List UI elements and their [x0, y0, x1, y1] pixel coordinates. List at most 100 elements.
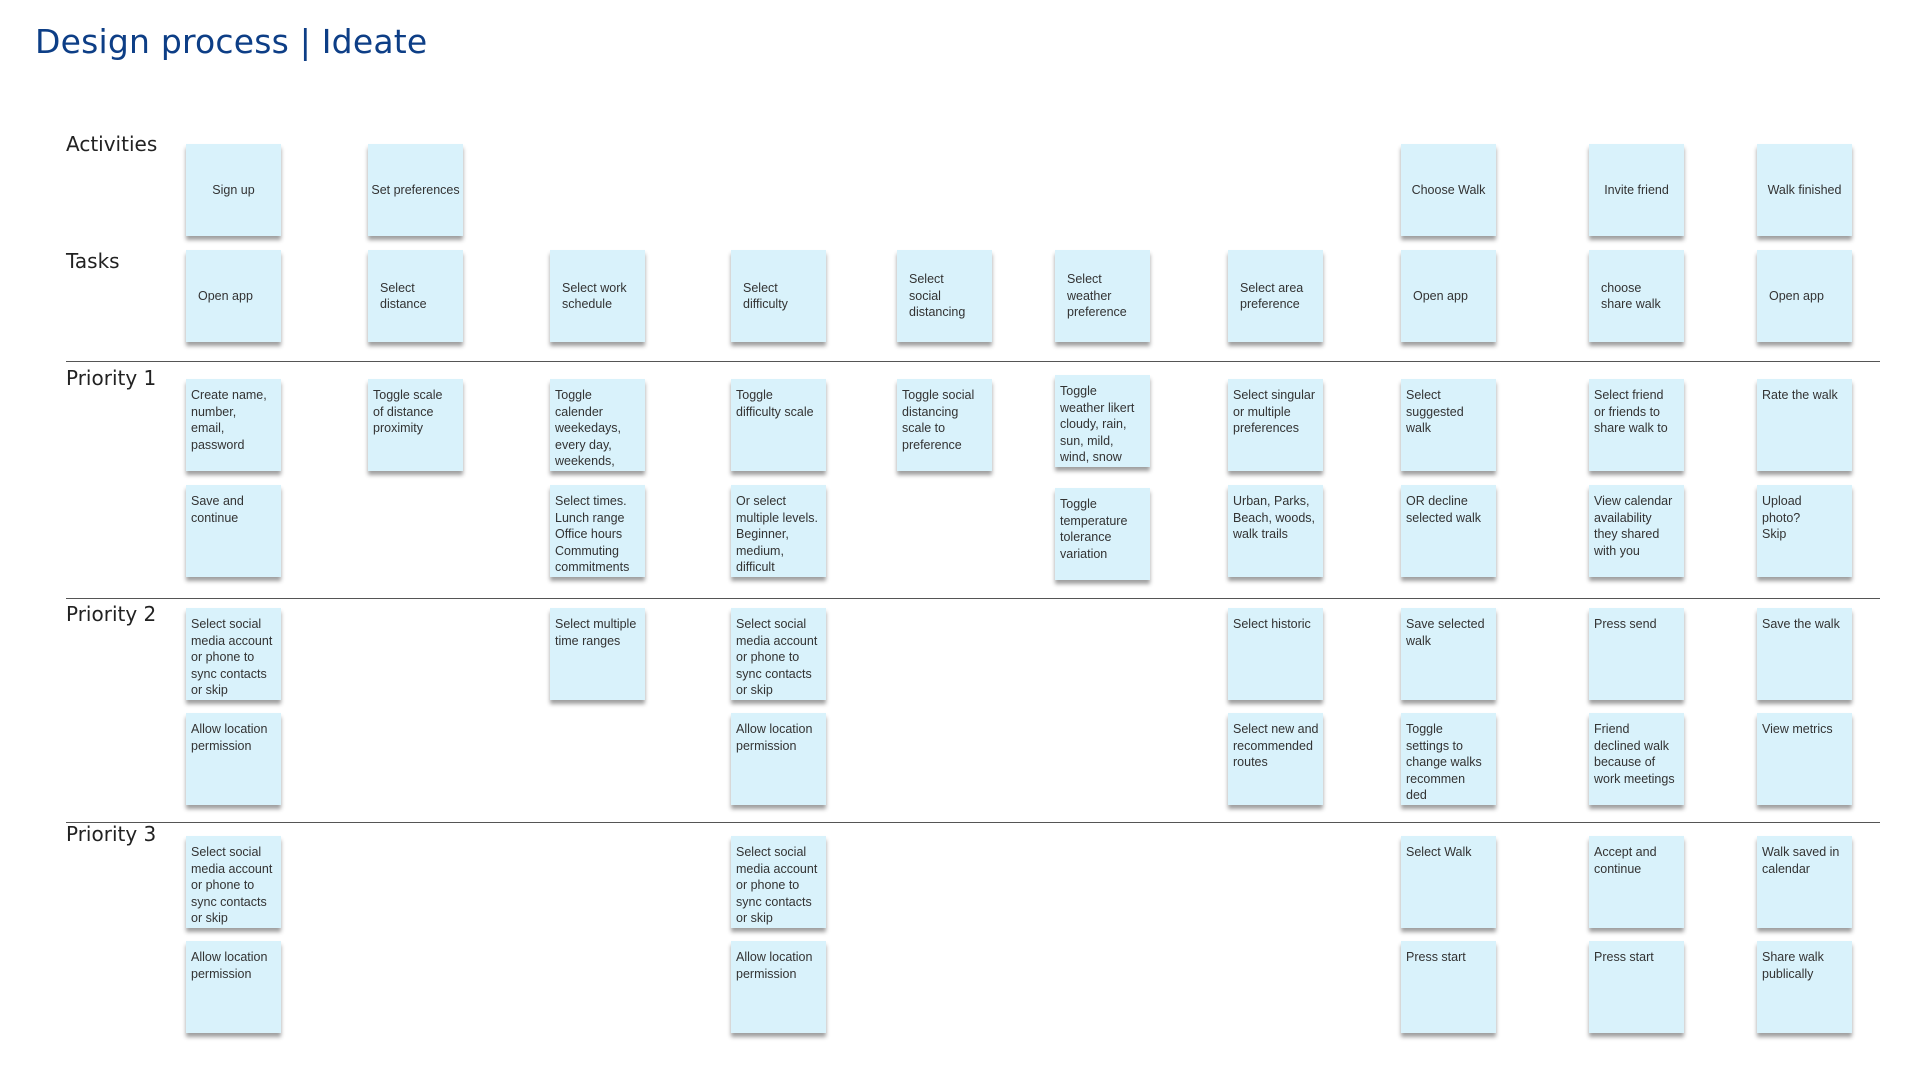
sticky-note-text: Select singular or multiple preferences — [1233, 388, 1315, 435]
sticky-note[interactable]: Select difficulty — [731, 250, 826, 342]
sticky-note[interactable]: Toggle settings to change walks recommen… — [1401, 713, 1496, 805]
sticky-note[interactable]: Select social media account or phone to … — [186, 836, 281, 928]
sticky-note[interactable]: Select singular or multiple preferences — [1228, 379, 1323, 471]
sticky-note[interactable]: Press start — [1589, 941, 1684, 1033]
sticky-note[interactable]: Select historic — [1228, 608, 1323, 700]
sticky-note-text: Select social distancing — [909, 272, 966, 320]
sticky-note[interactable]: choose share walk — [1589, 250, 1684, 342]
sticky-note[interactable]: Select area preference — [1228, 250, 1323, 342]
sticky-note-text: Select new and recommended routes — [1233, 722, 1319, 769]
sticky-note[interactable]: Urban, Parks, Beach, woods, walk trails — [1228, 485, 1323, 577]
sticky-note[interactable]: Press start — [1401, 941, 1496, 1033]
sticky-note[interactable]: Select friend or friends to share walk t… — [1589, 379, 1684, 471]
sticky-note-text: Toggle temperature tolerance variation — [1060, 497, 1128, 561]
sticky-note-text: View metrics — [1762, 722, 1833, 736]
sticky-note[interactable]: Open app — [1757, 250, 1852, 342]
sticky-note[interactable]: Accept and continue — [1589, 836, 1684, 928]
sticky-note[interactable]: Choose Walk — [1401, 144, 1496, 236]
sticky-note-text: Select social media account or phone to … — [191, 617, 273, 697]
sticky-note[interactable]: View metrics — [1757, 713, 1852, 805]
sticky-note-text: Toggle calender weekedays, every day, we… — [555, 388, 622, 471]
sticky-note-text: Press start — [1406, 950, 1466, 964]
sticky-note[interactable]: Select suggested walk — [1401, 379, 1496, 471]
sticky-note[interactable]: Invite friend — [1589, 144, 1684, 236]
sticky-note-text: Invite friend — [1604, 182, 1669, 197]
sticky-note[interactable]: Sign up — [186, 144, 281, 236]
sticky-note-text: Accept and continue — [1594, 845, 1657, 876]
sticky-note-text: View calendar availability they shared w… — [1594, 494, 1673, 558]
row-label-priority-3: Priority 3 — [66, 822, 157, 846]
sticky-note-text: Allow location permission — [191, 722, 268, 753]
sticky-note-text: Choose Walk — [1411, 182, 1486, 197]
sticky-note-text: Select distance — [380, 280, 427, 312]
sticky-note[interactable]: Allow location permission — [731, 941, 826, 1033]
sticky-note[interactable]: Create name, number, email, password — [186, 379, 281, 471]
sticky-note-text: Select work schedule — [562, 280, 627, 312]
sticky-note[interactable]: Allow location permission — [186, 941, 281, 1033]
sticky-note-text: Save the walk — [1762, 617, 1840, 631]
sticky-note[interactable]: OR decline selected walk — [1401, 485, 1496, 577]
sticky-note[interactable]: Walk saved in calendar — [1757, 836, 1852, 928]
sticky-note-text: Toggle scale of distance proximity — [373, 388, 443, 435]
sticky-note[interactable]: View calendar availability they shared w… — [1589, 485, 1684, 577]
sticky-note-text: Share walk publically — [1762, 950, 1824, 981]
sticky-note[interactable]: Allow location permission — [186, 713, 281, 805]
sticky-note[interactable]: Toggle social distancing scale to prefer… — [897, 379, 992, 471]
sticky-note[interactable]: Select social distancing — [897, 250, 992, 342]
sticky-note[interactable]: Select social media account or phone to … — [186, 608, 281, 700]
sticky-note[interactable]: Select Walk — [1401, 836, 1496, 928]
divider-priority1-priority2 — [66, 598, 1880, 599]
sticky-note[interactable]: Press send — [1589, 608, 1684, 700]
sticky-note[interactable]: Upload photo? Skip — [1757, 485, 1852, 577]
sticky-note-text: Press start — [1594, 950, 1654, 964]
sticky-note[interactable]: Toggle difficulty scale — [731, 379, 826, 471]
sticky-note-text: Sign up — [212, 182, 255, 197]
sticky-note-text: Select historic — [1233, 617, 1311, 631]
sticky-note[interactable]: Toggle calender weekedays, every day, we… — [550, 379, 645, 471]
sticky-note[interactable]: Select multiple time ranges — [550, 608, 645, 700]
sticky-note-text: Select weather preference — [1067, 272, 1127, 320]
sticky-note[interactable]: Select work schedule — [550, 250, 645, 342]
sticky-note-text: OR decline selected walk — [1406, 494, 1482, 525]
sticky-note-text: Open app — [198, 288, 253, 303]
sticky-note-text: Select Walk — [1406, 845, 1472, 859]
sticky-note-text: Upload photo? Skip — [1762, 494, 1802, 541]
sticky-note-text: Select difficulty — [743, 280, 788, 312]
sticky-note[interactable]: Select weather preference — [1055, 250, 1150, 342]
sticky-note[interactable]: Toggle temperature tolerance variation — [1055, 488, 1150, 580]
sticky-note[interactable]: Select distance — [368, 250, 463, 342]
sticky-note-text: Select multiple time ranges — [555, 617, 637, 648]
sticky-note[interactable]: Walk finished — [1757, 144, 1852, 236]
sticky-note-text: Save selected walk — [1406, 617, 1485, 648]
sticky-note[interactable]: Select times. Lunch range Office hours C… — [550, 485, 645, 577]
sticky-note[interactable]: Open app — [186, 250, 281, 342]
sticky-note[interactable]: Save the walk — [1757, 608, 1852, 700]
sticky-note[interactable]: Set preferences — [368, 144, 463, 236]
sticky-note-text: Toggle social distancing scale to prefer… — [902, 388, 975, 452]
sticky-note[interactable]: Select social media account or phone to … — [731, 836, 826, 928]
sticky-note-text: Allow location permission — [191, 950, 268, 981]
sticky-note-text: Select area preference — [1240, 280, 1304, 312]
sticky-note[interactable]: Toggle weather likert cloudy, rain, sun,… — [1055, 375, 1150, 467]
sticky-note-text: Allow location permission — [736, 950, 813, 981]
sticky-note[interactable]: Save selected walk — [1401, 608, 1496, 700]
sticky-note[interactable]: Friend declined walk because of work mee… — [1589, 713, 1684, 805]
sticky-note[interactable]: Allow location permission — [731, 713, 826, 805]
sticky-note[interactable]: Rate the walk — [1757, 379, 1852, 471]
sticky-note[interactable]: Toggle scale of distance proximity — [368, 379, 463, 471]
sticky-note[interactable]: Select new and recommended routes — [1228, 713, 1323, 805]
sticky-note[interactable]: Select social media account or phone to … — [731, 608, 826, 700]
sticky-note-text: choose share walk — [1601, 280, 1661, 312]
sticky-note[interactable]: Save and continue — [186, 485, 281, 577]
sticky-note[interactable]: Share walk publically — [1757, 941, 1852, 1033]
sticky-note[interactable]: Open app — [1401, 250, 1496, 342]
sticky-note[interactable]: Or select multiple levels. Beginner, med… — [731, 485, 826, 577]
row-label-tasks: Tasks — [66, 249, 120, 273]
sticky-note-text: Or select multiple levels. Beginner, med… — [736, 494, 818, 574]
divider-priority2-priority3 — [66, 822, 1880, 823]
sticky-note-text: Toggle weather likert cloudy, rain, sun,… — [1060, 384, 1135, 464]
sticky-note-text: Open app — [1769, 288, 1824, 303]
row-label-priority-1: Priority 1 — [66, 366, 157, 390]
sticky-note-text: Friend declined walk because of work mee… — [1594, 722, 1675, 786]
